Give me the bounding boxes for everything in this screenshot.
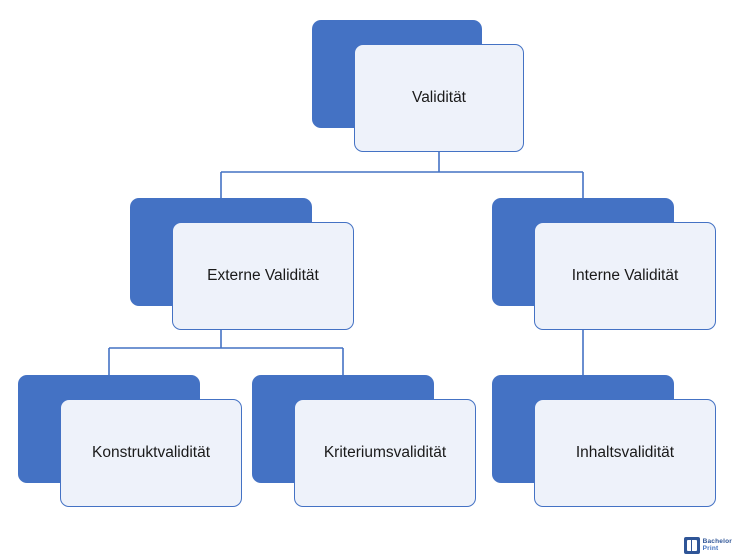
- watermark-wordmark: Bachelor Print: [702, 538, 732, 552]
- watermark-logo: Bachelor Print: [683, 537, 732, 554]
- node-externe-validitaet: Externe Validität: [130, 198, 354, 330]
- node-interne-validitaet: Interne Validität: [492, 198, 716, 330]
- node-label: Externe Validität: [207, 266, 319, 284]
- watermark-line2: Print: [702, 544, 719, 552]
- node-card: Konstruktvalidität: [60, 399, 242, 507]
- node-label: Konstruktvalidität: [91, 443, 211, 461]
- node-label: Inhaltsvalidität: [575, 443, 675, 461]
- node-card: Inhaltsvalidität: [534, 399, 716, 507]
- node-card: Externe Validität: [172, 222, 354, 330]
- node-card: Kriteriumsvalidität: [294, 399, 476, 507]
- node-label: Interne Validität: [571, 266, 679, 284]
- node-label: Validität: [412, 88, 466, 106]
- node-card: Interne Validität: [534, 222, 716, 330]
- node-konstruktvaliditaet: Konstruktvalidität: [18, 375, 242, 507]
- node-label: Kriteriumsvalidität: [323, 443, 447, 461]
- book-icon: [683, 537, 700, 554]
- node-card: Validität: [354, 44, 524, 152]
- watermark-line1: Bachelor: [702, 538, 732, 545]
- node-inhaltsvaliditaet: Inhaltsvalidität: [492, 375, 716, 507]
- node-kriteriumsvaliditaet: Kriteriumsvalidität: [252, 375, 476, 507]
- node-validitaet: Validität: [312, 20, 524, 152]
